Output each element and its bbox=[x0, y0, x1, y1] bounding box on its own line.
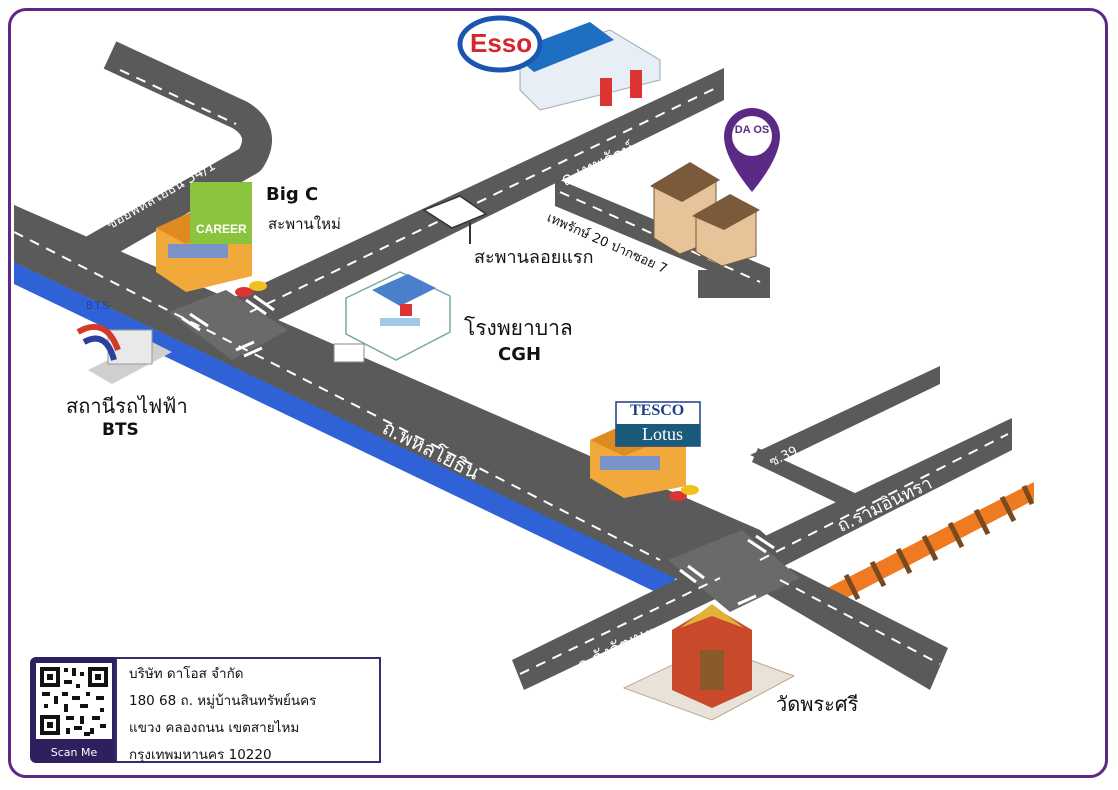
road-soi-54-1 bbox=[64, 41, 272, 276]
temple-name: วัดพระศรี bbox=[776, 692, 859, 716]
address-line-district: แขวง คลองถนน เขตสายไหม bbox=[129, 720, 300, 736]
big-c-branch: สะพานใหม่ bbox=[268, 215, 341, 233]
road-ramintra bbox=[740, 418, 1012, 572]
tesco-logo-text: TESCO bbox=[630, 402, 685, 419]
address-line-city: กรุงเทพมหานคร 10220 bbox=[129, 747, 272, 763]
big-c-name: Big C bbox=[266, 184, 319, 205]
daos-houses bbox=[650, 162, 760, 267]
bridge-label: สะพานลอยแรก bbox=[474, 247, 594, 268]
road-bangkhen bbox=[760, 568, 948, 690]
esso-logo: Esso bbox=[470, 28, 533, 58]
road-soi-39 bbox=[750, 366, 940, 465]
bts-station-name: สถานีรถไฟฟ้า bbox=[66, 394, 188, 418]
esso-station bbox=[457, 15, 661, 111]
overpass-bridge bbox=[422, 195, 488, 244]
qr-panel[interactable]: Scan Me bbox=[30, 657, 118, 763]
hospital-code: CGH bbox=[498, 344, 542, 365]
temple bbox=[622, 604, 796, 721]
tesco-lotus-building bbox=[590, 401, 701, 501]
hospital-building bbox=[333, 271, 451, 363]
address-box: บริษัท ดาโอส จำกัด 180 68 ถ. หมู่บ้านสิน… bbox=[115, 657, 381, 763]
big-c-logo-text: CAREER bbox=[196, 222, 247, 236]
company-name: บริษัท ดาโอส จำกัด bbox=[129, 666, 244, 682]
bts-station bbox=[76, 324, 172, 384]
bts-station-code: BTS bbox=[102, 420, 139, 440]
intersection-main bbox=[668, 530, 800, 612]
daos-pin-text: DA OS bbox=[734, 124, 770, 136]
bts-logo-text: BTS bbox=[86, 300, 111, 312]
canal bbox=[14, 262, 676, 596]
big-c-building bbox=[156, 182, 267, 297]
address-line-street: 180 68 ถ. หมู่บ้านสินทรัพย์นคร bbox=[129, 693, 317, 709]
daos-pin-icon bbox=[724, 108, 780, 192]
scan-me-label: Scan Me bbox=[50, 746, 98, 759]
railway bbox=[800, 482, 1035, 618]
lotus-logo-text: Lotus bbox=[642, 424, 684, 444]
hospital-name: โรงพยาบาล bbox=[464, 316, 573, 340]
intersection-big-c bbox=[168, 290, 288, 360]
